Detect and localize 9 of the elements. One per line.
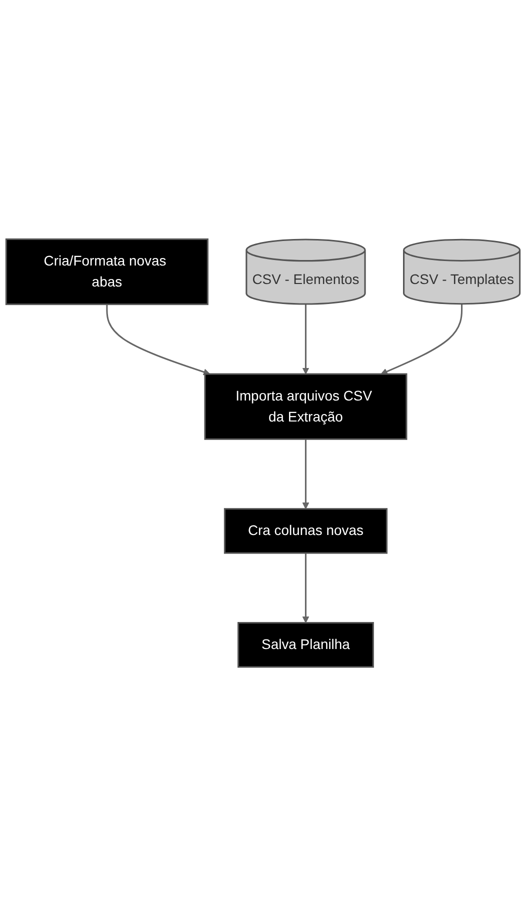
arrow (380, 304, 463, 376)
arrow (302, 440, 310, 510)
node-box: Importa arquivos CSV da Extração (204, 374, 408, 440)
node-box: Cria/Formata novas abas (5, 238, 208, 306)
node-box: Cra colunas novas (224, 508, 388, 554)
node-box: Salva Planilha (238, 622, 374, 668)
arrow (302, 304, 310, 375)
arrow (302, 553, 310, 624)
arrow (106, 304, 210, 376)
